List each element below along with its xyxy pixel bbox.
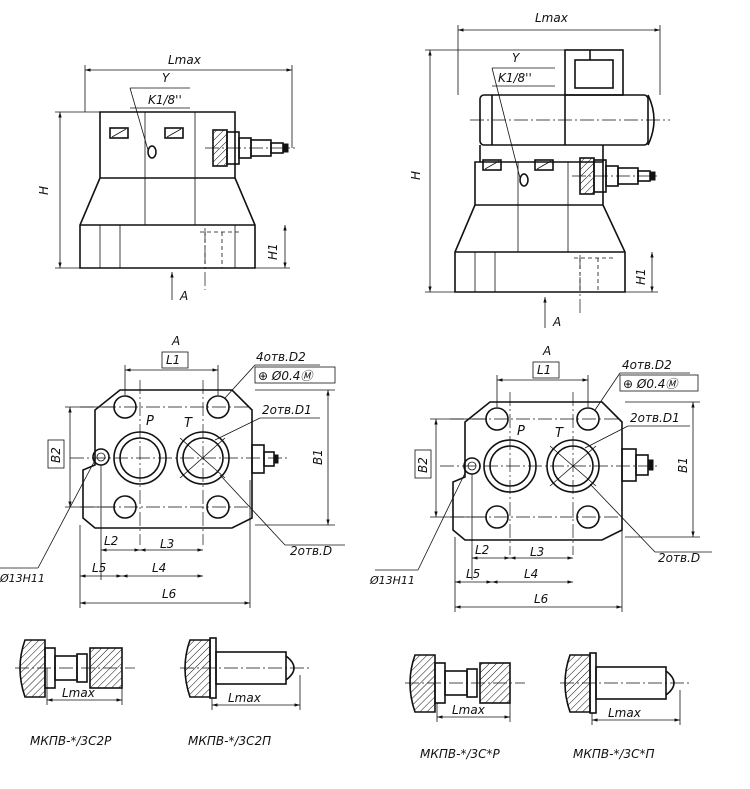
l3-label-left: L3: [160, 537, 174, 551]
l5-label-right: L5: [466, 567, 480, 581]
variant-label-c2p: МКПВ-*/3С2Р: [30, 734, 112, 748]
pin-label-left: Ø13H11: [0, 572, 45, 585]
holes-d-label-right: 2отв.D: [658, 551, 700, 565]
thread-label-left: K1/8'': [148, 93, 182, 107]
lmax-variant-cp: Lmax: [452, 703, 486, 717]
side-view-left: Lmax Y K1/8'' H H1 A: [37, 53, 295, 303]
holes-d1-label-right: 2отв.D1: [630, 411, 680, 425]
y-label-right: Y: [512, 51, 521, 65]
h-label-left: H: [37, 186, 51, 195]
h1-label-left: H1: [266, 243, 280, 260]
l1-label-right: L1: [537, 363, 551, 377]
thread-label-right: K1/8'': [498, 71, 532, 85]
l5-label-left: L5: [92, 561, 106, 575]
variant-cp: Lmax МКПВ-*/3С*Р: [405, 654, 525, 761]
l6-label-right: L6: [534, 592, 549, 606]
lmax-variant-c2pi: Lmax: [228, 691, 262, 705]
holes-d-label-left: 2отв.D: [290, 544, 332, 558]
l2-label-right: L2: [475, 543, 489, 557]
view-a-label-right: A: [552, 315, 561, 329]
b2-label-left: B2: [49, 447, 63, 463]
plan-view-left: A L1 4отв.D2 ⊕ Ø0.4Ⓜ 2от: [0, 334, 345, 608]
port-t-right: T: [555, 426, 564, 441]
holes-d2-label-right: 4отв.D2: [622, 358, 672, 372]
port-t-left: T: [184, 416, 193, 431]
holes-d2-label-left: 4отв.D2: [256, 350, 306, 364]
lmax-label-right: Lmax: [535, 11, 569, 25]
tolerance-label-right: ⊕ Ø0.4Ⓜ: [623, 377, 679, 391]
l4-label-left: L4: [152, 561, 166, 575]
h-label-right: H: [409, 171, 423, 180]
variant-label-cp: МКПВ-*/3С*Р: [420, 747, 501, 761]
lmax-variant-c2p: Lmax: [62, 686, 96, 700]
lmax-label-left: Lmax: [168, 53, 202, 67]
variant-c2p: Lmax МКПВ-*/3С2Р: [15, 639, 135, 748]
l1-label-left: L1: [166, 353, 180, 367]
side-view-right: Lmax Y K1/8'' H H1 A: [409, 11, 670, 329]
tolerance-label-left: ⊕ Ø0.4Ⓜ: [258, 369, 314, 383]
port-p-left: P: [146, 414, 154, 429]
plan-view-right: A L1 4отв.D2 ⊕ Ø0.4Ⓜ 2отв.D1: [369, 344, 712, 612]
l2-label-left: L2: [104, 534, 118, 548]
variant-label-c2pi: МКПВ-*/3С2П: [188, 734, 271, 748]
l6-label-left: L6: [162, 587, 177, 601]
lmax-variant-cpi: Lmax: [608, 706, 642, 720]
holes-d1-label-left: 2отв.D1: [262, 403, 312, 417]
variant-label-cpi: МКПВ-*/3С*П: [573, 747, 655, 761]
variant-cpi: Lmax МКПВ-*/3С*П: [560, 652, 690, 761]
variant-c2pi: Lmax МКПВ-*/3С2П: [180, 637, 310, 748]
b2-label-right: B2: [416, 457, 430, 473]
b1-label-right: B1: [676, 457, 690, 473]
plan-a-label-left: A: [171, 334, 180, 348]
plan-a-label-right: A: [542, 344, 551, 358]
y-label-left: Y: [162, 71, 171, 85]
l4-label-right: L4: [524, 567, 538, 581]
pin-label-right: Ø13H11: [369, 574, 415, 587]
port-p-right: P: [517, 424, 525, 439]
view-a-label-left: A: [179, 289, 188, 303]
b1-label-left: B1: [311, 449, 325, 465]
l3-label-right: L3: [530, 545, 544, 559]
h1-label-right: H1: [634, 268, 648, 285]
